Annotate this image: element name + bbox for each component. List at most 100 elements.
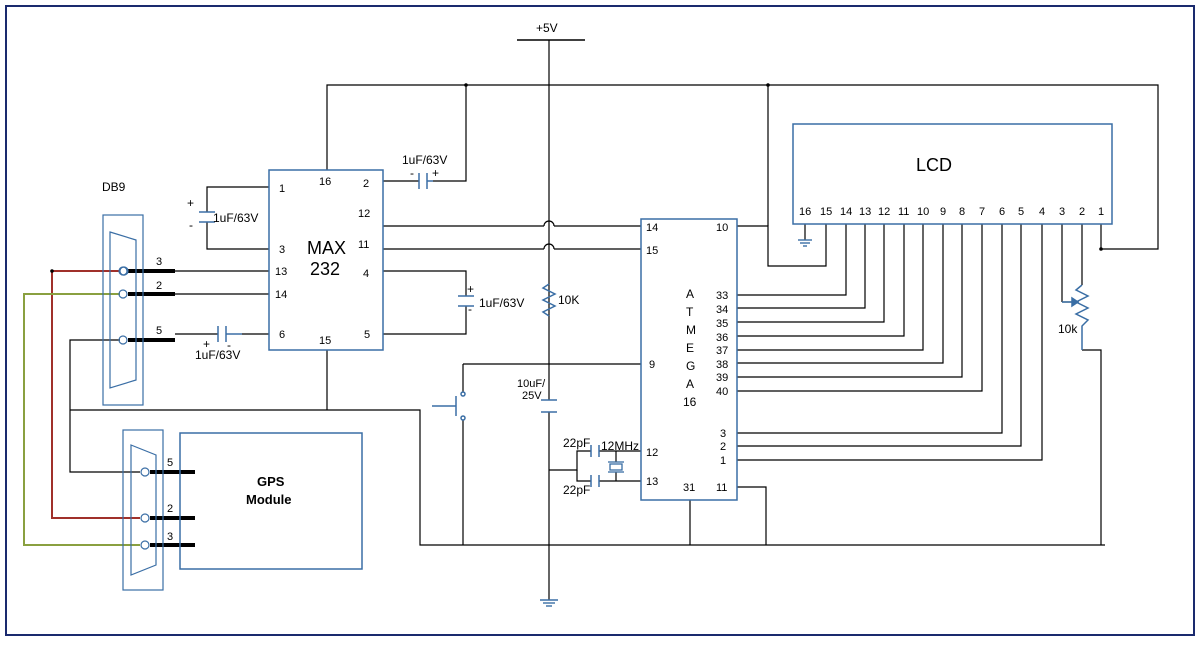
cap2-label: 1uF/63V — [402, 153, 447, 167]
cap3-minus: - — [468, 302, 472, 316]
max-pin-11: 11 — [358, 239, 369, 251]
atmega-letter: M — [686, 323, 696, 337]
xtal-cap-bottom-label: 22pF — [563, 483, 590, 497]
atmega-pin-38: 38 — [716, 359, 728, 371]
lcd-pin-2: 2 — [1079, 206, 1085, 218]
max-pin-15: 15 — [319, 335, 331, 347]
atmega-pin-39: 39 — [716, 372, 728, 384]
wires — [69, 84, 1159, 600]
lcd-pin-7: 7 — [979, 206, 985, 218]
atmega-pin-37: 37 — [716, 345, 728, 357]
atmega-letter: T — [686, 305, 694, 319]
cap2-minus: - — [410, 166, 414, 180]
atmega-pin-2: 2 — [720, 441, 726, 453]
db9-pin-5: 5 — [156, 325, 162, 337]
lcd-pin-3: 3 — [1059, 206, 1065, 218]
db9-pin-2: 2 — [156, 280, 162, 292]
cap3-label: 1uF/63V — [479, 296, 524, 310]
reset-switch — [432, 391, 466, 421]
gps-pin-2: 2 — [167, 503, 173, 515]
max-pin-4: 4 — [363, 268, 369, 280]
atmega-pin-31: 31 — [683, 482, 695, 494]
cap4-plus: + — [203, 337, 210, 351]
cap1-label: 1uF/63V — [213, 211, 258, 225]
potentiometer — [1062, 284, 1090, 350]
gps-label-line1: GPS — [257, 474, 285, 489]
atmega-pin-33: 33 — [716, 290, 728, 302]
red-wire — [51, 270, 140, 519]
resistor-10k — [541, 283, 557, 317]
atmega16-chip — [640, 218, 738, 501]
lcd-pin-10: 10 — [917, 206, 929, 218]
crystal-symbol — [608, 461, 624, 473]
atmega-pin-34: 34 — [716, 304, 728, 316]
max-pin-3: 3 — [279, 244, 285, 256]
gps-module-box — [179, 432, 363, 570]
reset-cap-label-1: 10uF/ — [517, 378, 546, 390]
lcd-pin-4: 4 — [1039, 206, 1045, 218]
lcd-pin-13: 13 — [859, 206, 871, 218]
lcd-display — [792, 123, 1113, 225]
gps-pin-5: 5 — [167, 457, 173, 469]
max-pin-2: 2 — [363, 178, 369, 190]
db9-label: DB9 — [102, 180, 126, 194]
atmega-pin-11: 11 — [716, 482, 727, 494]
supply-label: +5V — [536, 21, 558, 35]
lcd-pin-9: 9 — [940, 206, 946, 218]
cap1-plus: + — [187, 196, 194, 210]
lcd-pin-12: 12 — [878, 206, 890, 218]
max232-label-1: MAX — [307, 238, 346, 258]
gps-label-line2: Module — [246, 492, 292, 507]
lcd-pin-14: 14 — [840, 206, 852, 218]
atmega-pin-10: 10 — [716, 222, 728, 234]
supply-rail: +5V — [517, 21, 585, 288]
atmega-letter: A — [686, 377, 694, 391]
max-pin-1: 1 — [279, 183, 285, 195]
atmega-pin-35: 35 — [716, 318, 728, 330]
lcd-pin-5: 5 — [1018, 206, 1024, 218]
db9-connector — [102, 214, 144, 406]
outer-frame — [5, 5, 1195, 636]
max-pin-16: 16 — [319, 176, 331, 188]
cap4-minus: - — [227, 338, 231, 352]
max232-label-2: 232 — [310, 259, 340, 279]
lcd-pin-6: 6 — [999, 206, 1005, 218]
lcd-pin-16: 16 — [799, 206, 811, 218]
lcd-pin-11: 11 — [898, 206, 909, 218]
db9-pin-3: 3 — [156, 256, 162, 268]
max-pin-14: 14 — [275, 289, 287, 301]
atmega-pin-15: 15 — [646, 245, 658, 257]
xtal-cap-top-label: 22pF — [563, 436, 590, 450]
max-pin-13: 13 — [275, 266, 287, 278]
atmega-pin-14: 14 — [646, 222, 658, 234]
gps-connector — [122, 429, 164, 591]
max-pin-5: 5 — [364, 329, 370, 341]
cap4-label: 1uF/63V — [195, 348, 240, 362]
atmega-pin-9: 9 — [649, 359, 655, 371]
atmega-letter: 16 — [683, 395, 697, 409]
capacitor-symbols — [199, 173, 600, 487]
atmega-pin-40: 40 — [716, 386, 728, 398]
reset-cap-label-2: 25V — [522, 390, 542, 402]
atmega-pin-3: 3 — [720, 428, 726, 440]
max-pin-6: 6 — [279, 329, 285, 341]
gps-pin-3: 3 — [167, 531, 173, 543]
lcd-label: LCD — [916, 155, 952, 175]
resistor-label: 10K — [558, 293, 579, 307]
max232-chip — [268, 169, 384, 351]
atmega-letter: A — [686, 287, 694, 301]
ground-symbols — [540, 239, 812, 607]
junction-dots — [50, 83, 1103, 273]
crystal-label: 12MHz — [601, 439, 639, 453]
atmega-letter: E — [686, 341, 694, 355]
atmega-pin-12: 12 — [646, 447, 658, 459]
green-wire — [23, 293, 140, 546]
atmega-letter: G — [686, 359, 695, 373]
pin-stubs — [128, 269, 195, 547]
atmega-pin-13: 13 — [646, 476, 658, 488]
atmega-pin-36: 36 — [716, 332, 728, 344]
max-pin-12: 12 — [358, 208, 370, 220]
